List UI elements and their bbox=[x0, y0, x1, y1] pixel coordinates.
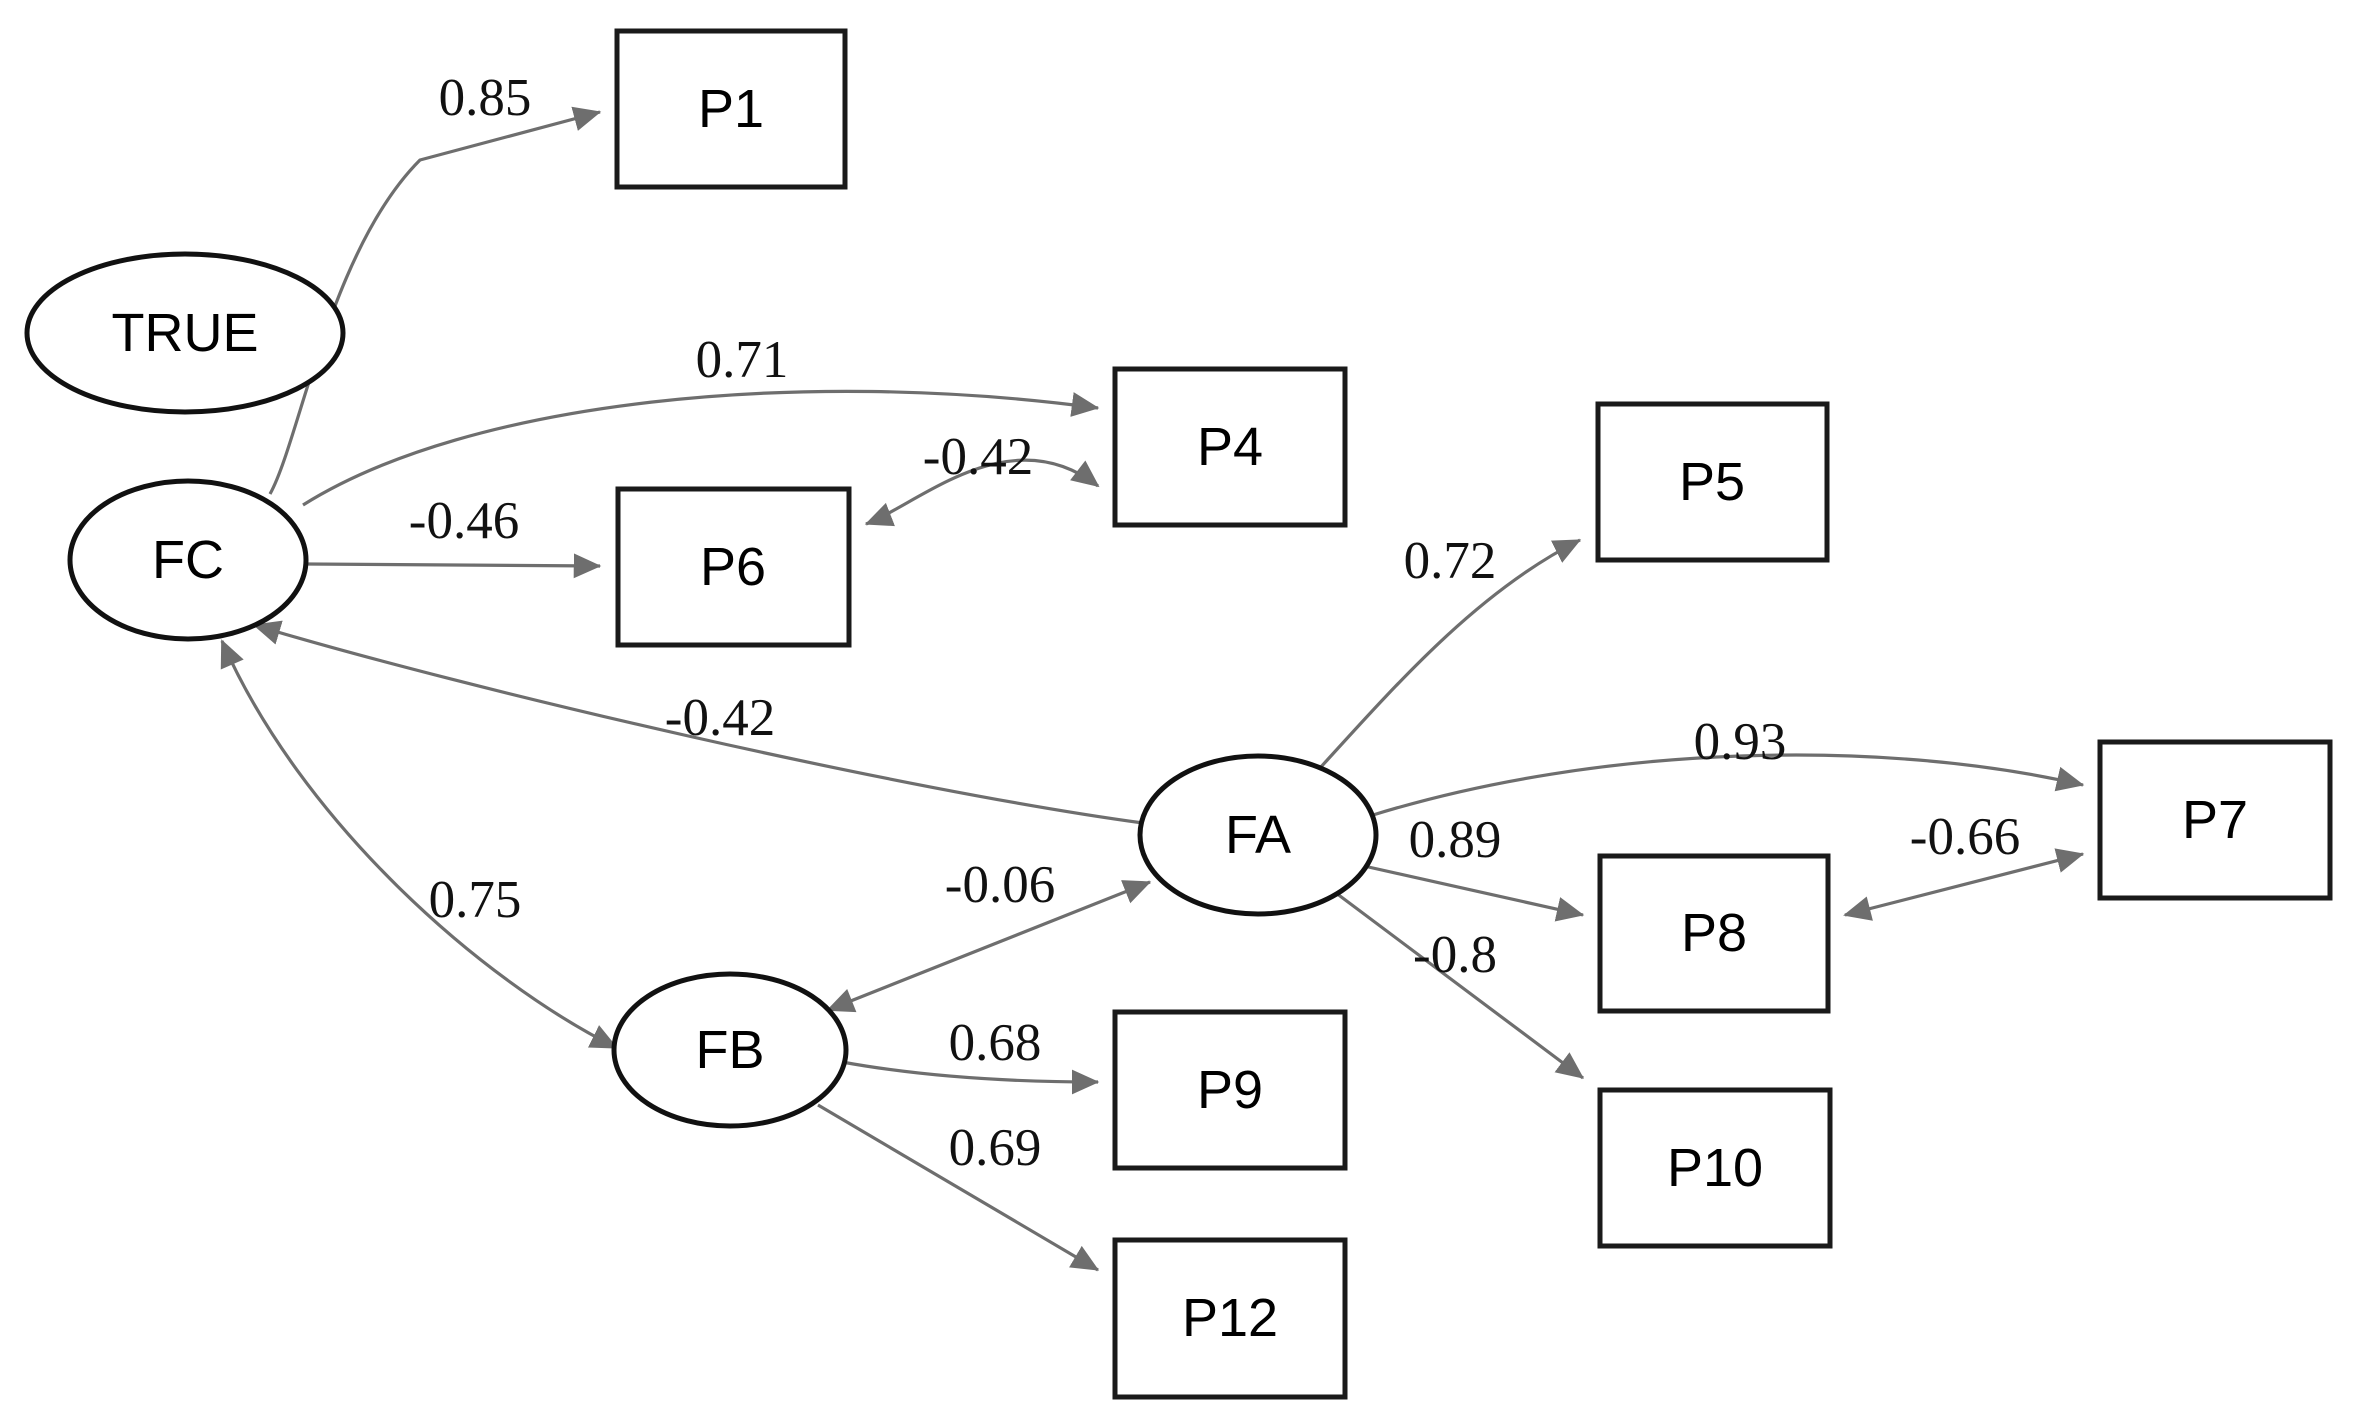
edge-label-fc-p1: 0.85 bbox=[439, 69, 532, 127]
node-label-p5: P5 bbox=[1679, 452, 1745, 512]
edges-layer bbox=[220, 106, 2085, 1272]
edge-label-fb-fa: -0.06 bbox=[945, 856, 1055, 914]
edge-label-fc-p4: 0.71 bbox=[696, 331, 789, 389]
node-p10[interactable]: P10 bbox=[1597, 1087, 1833, 1249]
edge-p4-p6 bbox=[864, 458, 1100, 527]
node-fb[interactable]: FB bbox=[611, 971, 849, 1129]
node-label-p12: P12 bbox=[1182, 1288, 1278, 1348]
edge-fc-fb bbox=[220, 639, 619, 1050]
node-fc[interactable]: FC bbox=[67, 478, 309, 642]
edge-label-fc-p6: -0.46 bbox=[409, 492, 519, 550]
node-label-p9: P9 bbox=[1197, 1060, 1263, 1120]
edge-fa-p7 bbox=[1372, 753, 2085, 817]
edge-fa-p5 bbox=[1318, 538, 1582, 770]
edge-p8-p7 bbox=[1843, 848, 2085, 921]
node-p7[interactable]: P7 bbox=[2097, 739, 2333, 901]
edge-label-fa-p8: 0.89 bbox=[1409, 811, 1502, 869]
edge-fc-p6 bbox=[305, 553, 602, 579]
edge-label-fc-fb: 0.75 bbox=[429, 871, 522, 929]
node-label-p4: P4 bbox=[1197, 417, 1263, 477]
edge-labels-layer: 0.85 0.71 -0.46 -0.42 -0.42 0.75 -0.06 0… bbox=[409, 69, 2020, 1177]
node-true[interactable]: TRUE bbox=[24, 251, 346, 415]
edge-label-fa-fc: -0.42 bbox=[665, 689, 775, 747]
node-p1[interactable]: P1 bbox=[614, 28, 848, 190]
edge-label-fb-p9: 0.68 bbox=[949, 1014, 1042, 1072]
node-label-fb: FB bbox=[695, 1020, 764, 1080]
node-fa[interactable]: FA bbox=[1137, 753, 1379, 917]
edge-fc-p4 bbox=[302, 389, 1100, 507]
node-label-p1: P1 bbox=[698, 79, 764, 139]
edge-label-fa-p10: -0.8 bbox=[1413, 926, 1497, 984]
node-p6[interactable]: P6 bbox=[615, 486, 852, 648]
node-p8[interactable]: P8 bbox=[1597, 853, 1831, 1014]
edge-fa-p8 bbox=[1363, 864, 1585, 922]
edge-fb-fa bbox=[826, 880, 1152, 1013]
node-p4[interactable]: P4 bbox=[1112, 366, 1348, 528]
edge-label-fa-p7: 0.93 bbox=[1694, 713, 1787, 771]
edge-label-fb-p12: 0.69 bbox=[949, 1119, 1042, 1177]
node-label-p8: P8 bbox=[1681, 903, 1747, 963]
node-p12[interactable]: P12 bbox=[1112, 1237, 1348, 1400]
node-label-p10: P10 bbox=[1667, 1138, 1763, 1198]
edge-label-p8-p7: -0.66 bbox=[1910, 808, 2020, 866]
node-label-true: TRUE bbox=[112, 303, 259, 363]
edge-label-fa-p5: 0.72 bbox=[1404, 532, 1497, 590]
edge-label-p4-p6: -0.42 bbox=[923, 428, 1033, 486]
node-label-fc: FC bbox=[152, 530, 224, 590]
node-label-p7: P7 bbox=[2182, 790, 2248, 850]
node-label-p6: P6 bbox=[700, 537, 766, 597]
node-p5[interactable]: P5 bbox=[1595, 401, 1830, 563]
node-p9[interactable]: P9 bbox=[1112, 1009, 1348, 1171]
edge-fb-p9 bbox=[841, 1060, 1100, 1095]
edge-fa-p10 bbox=[1335, 891, 1585, 1080]
nodes-layer: TRUE FC FA FB P1 bbox=[24, 28, 2333, 1400]
edge-fb-p12 bbox=[817, 1103, 1100, 1272]
node-label-fa: FA bbox=[1225, 805, 1291, 865]
